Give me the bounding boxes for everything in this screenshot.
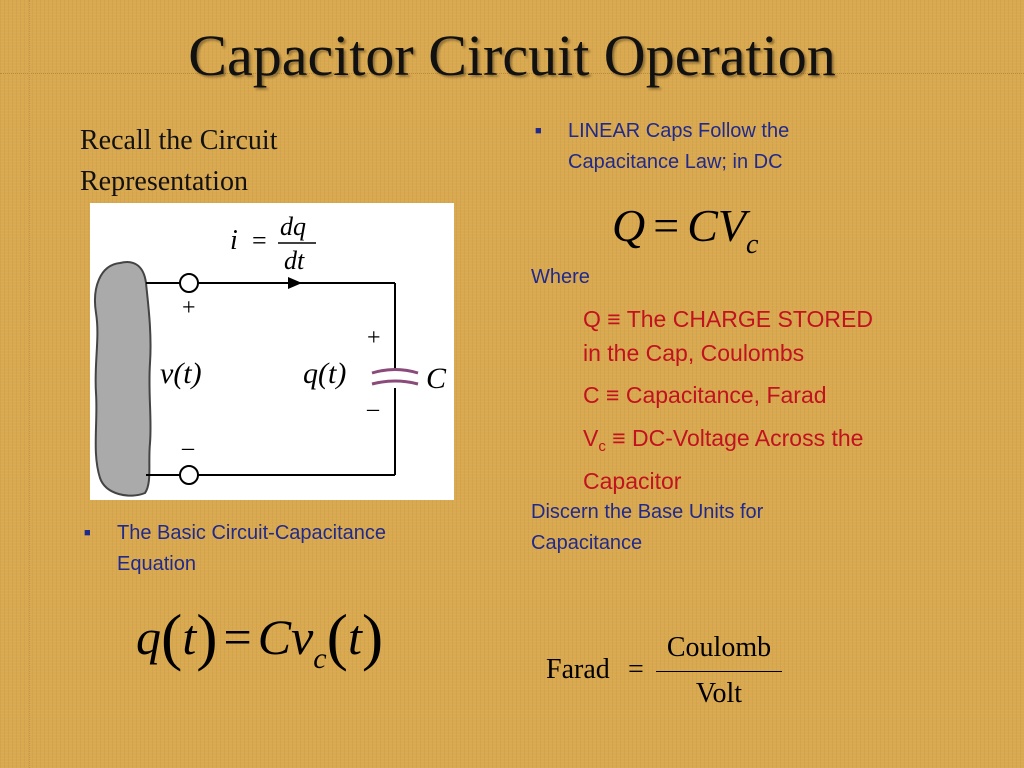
law-CV: CV [687, 200, 746, 251]
eq-v: v [291, 609, 314, 665]
left-bullet-line-2: Equation [117, 553, 196, 575]
law-sub-c: c [745, 229, 759, 260]
def-vc-symbol: V [583, 425, 599, 451]
eq-equals: = [223, 609, 252, 665]
equiv-icon: ≡ [612, 425, 626, 451]
eq-t1: t [182, 609, 197, 665]
minus-left: – [181, 435, 195, 461]
terminal-top [179, 273, 199, 293]
def-c-symbol: C [583, 382, 600, 408]
dt-label: dt [284, 246, 305, 275]
right-bullet-line-2: Capacitance Law; in DC [568, 151, 783, 173]
law-equals: = [653, 200, 680, 251]
capacitor-label: C [426, 362, 447, 395]
current-eq: = [252, 226, 267, 255]
def-c: C ≡ Capacitance, Farad [583, 378, 827, 412]
equiv-icon: ≡ [607, 306, 621, 332]
def-q-line-1: The CHARGE STORED [626, 306, 873, 332]
units-lhs: Farad [546, 654, 610, 685]
capacitance-law: Q=CVc [612, 196, 758, 275]
left-bullet: ■ The Basic Circuit-Capacitance Equation [84, 518, 386, 580]
eq-sub-c: c [313, 642, 327, 675]
eq-q: q [136, 609, 161, 665]
terminal-bottom [179, 465, 199, 485]
def-q-symbol: Q [583, 306, 601, 332]
left-bullet-line-1: The Basic Circuit-Capacitance [117, 522, 386, 544]
title-divider [0, 73, 1024, 74]
def-q-line-2: in the Cap, Coulombs [583, 340, 805, 366]
plus-right: + [367, 325, 381, 351]
voltage-label: v(t) [160, 357, 202, 390]
recall-text: Recall the Circuit Representation [80, 120, 410, 202]
bullet-square-icon: ■ [535, 125, 542, 137]
bullet-square-icon: ■ [84, 527, 91, 539]
left-margin-line [29, 0, 30, 768]
capacitor-plate-top [371, 368, 419, 375]
capacitor-plate-bottom [371, 379, 419, 386]
plus-left: + [182, 295, 196, 321]
equiv-icon: ≡ [606, 382, 620, 408]
def-c-line-1: Capacitance, Farad [625, 382, 827, 408]
discern-text: Discern the Base Units for Capacitance [531, 497, 763, 559]
recall-line-1: Recall the Circuit [80, 125, 278, 156]
def-vc-sub: c [598, 438, 606, 455]
current-label: i [230, 225, 238, 256]
where-label: Where [531, 266, 590, 288]
charge-label: q(t) [303, 357, 346, 390]
discern-line-1: Discern the Base Units for [531, 501, 764, 523]
circuit-diagram: i = dq dt + – v(t) q(t) + – C [90, 203, 454, 500]
units-equation: Farad = Coulomb Volt [546, 632, 796, 712]
law-Q: Q [612, 200, 646, 251]
units-numerator: Coulomb [666, 632, 772, 663]
minus-right: – [366, 396, 380, 422]
dq-label: dq [280, 212, 306, 241]
right-bullet-line-1: LINEAR Caps Follow the [568, 120, 790, 142]
right-bullet: ■ LINEAR Caps Follow the Capacitance Law… [535, 116, 789, 178]
current-arrow [288, 277, 302, 289]
def-vc-line-1: DC-Voltage Across the [632, 425, 864, 451]
eq-C: C [257, 609, 292, 665]
eq-t2: t [347, 609, 362, 665]
def-vc: Vc ≡ DC-Voltage Across the Capacitor [583, 421, 863, 498]
units-equals: = [628, 654, 644, 685]
circuit-svg: i = dq dt + – v(t) q(t) + – C [94, 212, 447, 497]
source-blob [94, 261, 152, 497]
def-q: Q ≡ The CHARGE STORED in the Cap, Coulom… [583, 302, 873, 370]
units-denominator: Volt [695, 678, 743, 709]
recall-line-2: Representation [80, 166, 248, 197]
slide-title: Capacitor Circuit Operation [188, 23, 836, 88]
capacitance-equation: q(t)=Cvc(t) [136, 601, 384, 676]
discern-line-2: Capacitance [531, 532, 643, 554]
def-vc-line-2: Capacitor [583, 468, 682, 494]
units-fraction-bar [656, 671, 782, 672]
